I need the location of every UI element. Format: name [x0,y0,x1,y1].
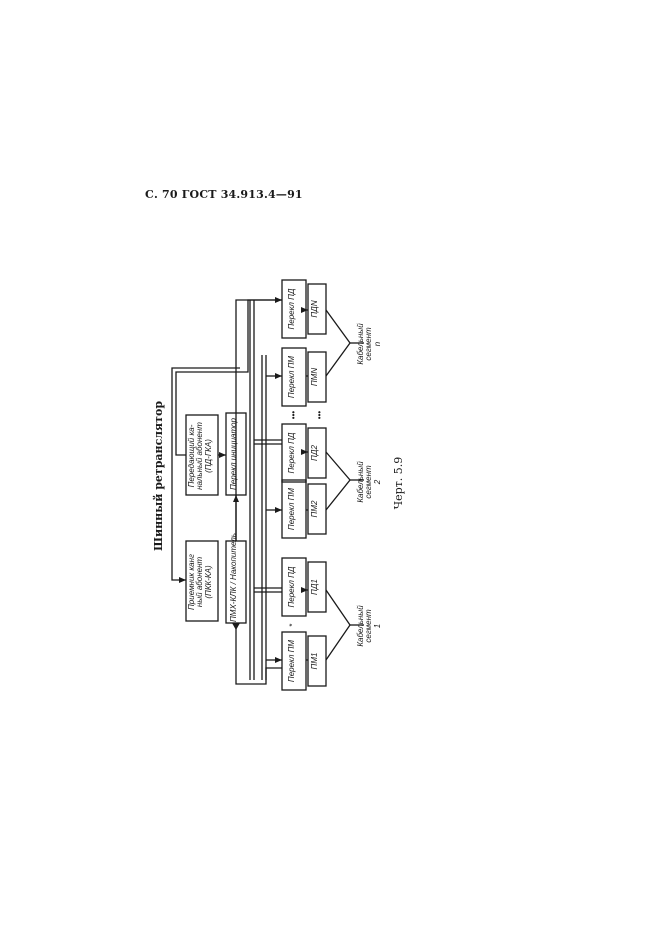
pd1-switch-block [281,557,307,617]
ellipsis-bottom: ••• [315,410,324,420]
pmn-block [307,351,327,403]
pd2-label: ПД2 [310,445,319,461]
pd1-block [307,561,327,613]
pd2-switch-block [281,423,307,483]
pmn-label: ПМN [310,367,319,387]
pmn-switch-block [281,347,307,407]
pm1-label: ПМ1 [310,652,319,670]
pd2-block [307,427,327,479]
pdn-label: ПДN [310,300,319,318]
pdn-switch-label: Перекл ПД [287,288,296,330]
asterisk-mark: * [288,623,297,627]
pm1-switch-block [281,631,307,691]
pmn-switch-label: Перекл ПМ [287,355,296,399]
ellipsis-top: ••• [289,410,298,420]
diagram-title: Шинный ретранслятор [152,400,165,551]
pm2-switch-block [281,479,307,539]
figure-caption: Черт. 5.9 [392,456,405,510]
page-header: С. 70 ГОСТ 34.913.4—91 [145,188,303,201]
segment-2-label: Кабельный сегмент 2 [356,461,382,503]
pdn-switch-block [281,279,307,339]
pm2-label: ПМ2 [310,500,319,518]
pd1-label: ПД1 [310,579,319,595]
pd2-switch-label: Перекл ПД [287,432,296,474]
accumulator-label: ПМХ-КЛК / Накопитель [229,533,238,622]
initiator-label: Перекл инициатор [229,418,238,490]
pm1-block [307,635,327,687]
tx-channel-label: Передающий ка- нальный абонент (ПД-ГКА) [187,422,213,490]
pm2-switch-label: Перекл ПМ [287,487,296,531]
pdn-block [307,283,327,335]
pd1-switch-label: Перекл ПД [287,566,296,608]
rx-channel-block [185,540,219,622]
segment-n-label: Кабельный сегмент n [356,323,382,365]
rx-channel-label: Приемник канг ный абонент (ПКК-КА) [187,554,213,610]
segment-1-label: Кабельный сегмент 1 [356,605,382,647]
pm1-switch-label: Перекл ПМ [287,639,296,683]
